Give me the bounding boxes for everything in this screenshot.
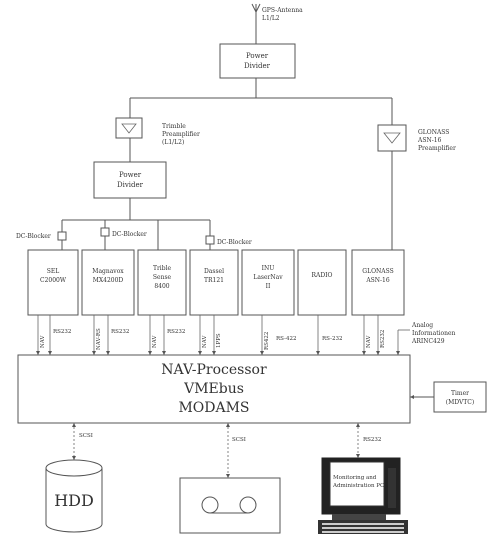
trimble-preamp-line2: Preamplifier: [162, 131, 200, 138]
power-divider-mid: Power Divider: [93, 161, 167, 199]
analog-information: Analog Informationen ARINC429: [411, 322, 456, 345]
monitor-line2: Administration PC: [332, 483, 384, 489]
nav-processor: NAV-Processor VMEbus MODAMS: [17, 354, 411, 424]
keyboard-keys: [322, 523, 404, 533]
signal-label-nav-3: NAV: [202, 334, 208, 348]
scsi-left-label: SCSI: [79, 433, 93, 439]
receiver-trimble-line1: Trible: [153, 265, 172, 272]
monitoring-pc: Monitoring and Administration PC: [318, 457, 408, 534]
antenna-label: GPS-Antenna: [262, 7, 303, 14]
signal-label-rs232-3: RS232: [167, 329, 185, 335]
receiver-magnavox-line2: MX4200D: [93, 277, 124, 284]
signal-label-nav-2: NAV: [152, 334, 158, 348]
processor-line2: VMEbus: [183, 381, 244, 397]
trimble-preamp-line3: (L1/L2): [162, 139, 184, 146]
timer-line1: Timer: [451, 390, 469, 397]
receiver-dassel-line2: TR121: [204, 277, 224, 284]
glonass-preamp-line1: GLONASS: [418, 129, 449, 136]
receiver-inu: INU LaserNav II: [241, 249, 295, 316]
receiver-sel: SEL C2000W: [27, 249, 79, 316]
analog-line3: ARINC429: [411, 338, 445, 345]
receiver-radio: RADIO: [297, 249, 347, 316]
glonass-preamp-line2: ASN-16: [417, 137, 442, 144]
signal-label-nav-1: NAV: [40, 334, 46, 348]
rs232-right-label: RS232: [363, 437, 381, 443]
trimble-preamplifier: Trimble Preamplifier (L1/L2): [115, 117, 200, 146]
signal-lines: [37, 315, 410, 355]
signal-label-rs-232: RS-232: [322, 336, 342, 342]
glonass-preamplifier: GLONASS ASN-16 Preamplifier: [377, 124, 456, 152]
dc-blocker-label-3: DC-Blocker: [217, 239, 252, 246]
receiver-dassel: Dassel TR121: [189, 249, 239, 316]
power-divider-mid-line2: Divider: [117, 181, 144, 189]
receiver-trimble-line2: Sense: [153, 274, 172, 281]
receiver-glonass-line1: GLONASS: [362, 268, 393, 275]
glonass-preamp-line3: Preamplifier: [418, 145, 456, 152]
power-divider-top-line2: Divider: [244, 62, 271, 70]
receiver-inu-line3: II: [266, 283, 271, 290]
receiver-glonass-line2: ASN-16: [365, 277, 390, 284]
tape-drive: [179, 477, 281, 534]
receiver-trimble: Trible Sense 8400: [137, 249, 187, 316]
signal-label-rs232-4: RS232: [380, 330, 386, 348]
signal-label-rs-422: RS-422: [276, 336, 296, 342]
scsi-mid-label: SCSI: [232, 437, 246, 443]
processor-line1: NAV-Processor: [161, 362, 267, 378]
signal-label-rs422: RS422: [264, 332, 270, 350]
signal-label-pps: 1PPS: [216, 333, 222, 348]
signal-label-rs232-1: RS232: [53, 329, 71, 335]
dc-blocker-3: DC-Blocker: [205, 235, 252, 246]
hdd-cylinder: HDD: [45, 459, 103, 533]
signal-label-rs232-2: RS232: [111, 329, 129, 335]
dc-blocker-label-2: DC-Blocker: [112, 231, 147, 238]
processor-line3: MODAMS: [178, 400, 249, 416]
receiver-sel-line1: SEL: [47, 268, 59, 275]
receiver-trimble-line3: 8400: [154, 283, 169, 290]
power-divider-top-line1: Power: [246, 52, 269, 60]
receiver-glonass: GLONASS ASN-16: [351, 249, 405, 316]
signal-label-navrs: NAV-RS: [96, 328, 102, 350]
receiver-magnavox: Magnavox MX4200D: [81, 249, 135, 316]
signal-arrowheads: [36, 351, 400, 355]
timer: Timer (MDVTC): [410, 381, 487, 413]
dc-blocker-1: DC-Blocker: [16, 231, 67, 241]
gps-antenna: GPS-Antenna L1/L2: [251, 3, 303, 44]
receiver-dassel-line1: Dassel: [204, 268, 224, 275]
receiver-magnavox-line1: Magnavox: [92, 268, 124, 275]
receiver-radio-line1: RADIO: [312, 272, 333, 279]
power-divider-top: Power Divider: [219, 43, 296, 79]
receiver-sel-line2: C2000W: [40, 277, 67, 284]
hdd-label: HDD: [54, 491, 94, 510]
receiver-inu-line1: INU: [262, 265, 275, 272]
dc-blocker-label-1: DC-Blocker: [16, 233, 51, 240]
trimble-preamp-line1: Trimble: [162, 123, 186, 130]
analog-line1: Analog: [411, 322, 433, 329]
antenna-band-label: L1/L2: [262, 15, 280, 22]
timer-line2: (MDVTC): [446, 399, 474, 406]
signal-label-nav-4: NAV: [366, 334, 372, 348]
analog-line2: Informationen: [412, 330, 456, 337]
dc-blocker-2: DC-Blocker: [100, 227, 147, 238]
monitor-line1: Monitoring and: [333, 475, 377, 481]
receiver-inu-line2: LaserNav: [253, 274, 283, 281]
power-divider-mid-line1: Power: [119, 171, 142, 179]
